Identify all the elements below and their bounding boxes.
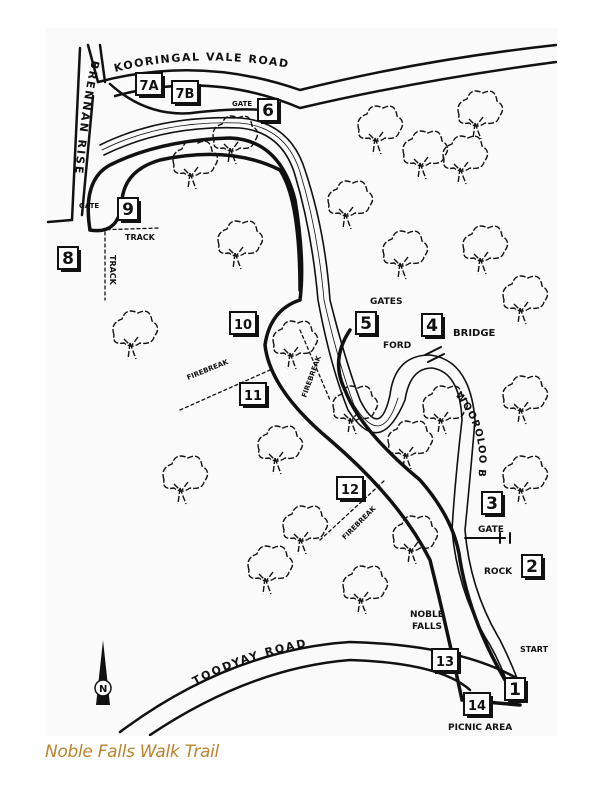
map-drawing: KOORINGAL VALE ROAD BRENNAN RISE TOODYAY… (45, 28, 557, 736)
stop-marker-11: 11 (239, 382, 269, 408)
svg-text:9: 9 (122, 200, 134, 220)
tree-icon (342, 565, 389, 615)
tree-icon (332, 385, 379, 435)
tree-icon (502, 275, 549, 325)
svg-text:1: 1 (509, 680, 521, 700)
gate-label: GATE (79, 202, 99, 210)
stop-marker-7b: 7B (171, 80, 201, 106)
bridge (424, 346, 445, 363)
trail-map: KOORINGAL VALE ROAD BRENNAN RISE TOODYAY… (45, 28, 557, 736)
stop-marker-5: 5 (355, 311, 379, 337)
svg-text:N: N (99, 684, 107, 695)
tree-icon (217, 220, 264, 270)
tree-icon (502, 455, 549, 505)
tracks (94, 227, 386, 541)
tree-icon (387, 420, 434, 470)
stop-marker-12: 12 (336, 476, 366, 502)
tree-icon (257, 425, 304, 475)
svg-text:4: 4 (426, 316, 438, 336)
svg-text:7A: 7A (139, 79, 158, 94)
svg-text:14: 14 (468, 699, 486, 714)
map-caption: Noble Falls Walk Trail (45, 742, 219, 762)
trees (112, 90, 549, 615)
tree-icon (457, 90, 504, 140)
stop-marker-8: 8 (57, 246, 81, 272)
stop-marker-6: 6 (257, 98, 281, 124)
svg-text:2: 2 (526, 557, 538, 577)
tree-icon (172, 140, 219, 190)
tree-icon (462, 225, 509, 275)
toodyay-road (118, 640, 522, 736)
stop-marker-4: 4 (421, 313, 445, 339)
north-arrow-icon: N (94, 640, 112, 705)
stop-marker-10: 10 (229, 311, 259, 337)
gate-marker (464, 532, 511, 544)
wooroloo-brook (99, 116, 526, 701)
track-label: TRACK (108, 255, 117, 286)
stop-marker-9: 9 (117, 197, 141, 223)
start-label: START (520, 645, 549, 654)
tree-icon (357, 105, 404, 155)
tree-icon (402, 130, 449, 180)
tree-icon (382, 230, 429, 280)
tree-icon (442, 135, 489, 185)
bridge-label: BRIDGE (453, 328, 496, 339)
rock-label: ROCK (484, 567, 513, 577)
tree-icon (247, 545, 294, 595)
firebreak-label: FIREBREAK (341, 504, 378, 541)
tree-icon (112, 310, 159, 360)
toodyay-road-label: TOODYAY ROAD (190, 636, 308, 687)
ford-label: FORD (383, 341, 411, 351)
gate-label: GATE (478, 525, 504, 535)
tree-icon (502, 375, 549, 425)
svg-text:5: 5 (360, 314, 372, 334)
stop-marker-13: 13 (431, 648, 461, 674)
noble-falls-label: FALLS (412, 622, 442, 632)
noble-falls-label: NOBLE (410, 610, 444, 620)
stop-marker-7a: 7A (135, 72, 165, 98)
svg-text:7B: 7B (176, 87, 195, 102)
picnic-area-label: PICNIC AREA (448, 723, 512, 733)
tree-icon (422, 385, 469, 435)
svg-text:8: 8 (62, 249, 74, 269)
gate-label: GATE (232, 100, 252, 108)
track-label: TRACK (125, 233, 156, 242)
stop-marker-14: 14 (463, 692, 493, 718)
tree-icon (327, 180, 374, 230)
tree-icon (392, 515, 439, 565)
stop-marker-1: 1 (504, 677, 528, 703)
svg-text:6: 6 (262, 101, 274, 121)
svg-text:13: 13 (436, 655, 454, 670)
tree-icon (212, 115, 259, 165)
svg-text:11: 11 (244, 389, 262, 404)
stop-marker-2: 2 (521, 554, 545, 580)
tree-icon (282, 505, 329, 555)
svg-text:10: 10 (234, 318, 252, 333)
gates-label: GATES (370, 297, 402, 307)
svg-text:3: 3 (486, 494, 498, 514)
stop-marker-3: 3 (481, 491, 505, 517)
tree-icon (272, 320, 319, 370)
svg-text:12: 12 (341, 483, 359, 498)
tree-icon (162, 455, 209, 505)
firebreak-label: FIREBREAK (186, 358, 230, 382)
